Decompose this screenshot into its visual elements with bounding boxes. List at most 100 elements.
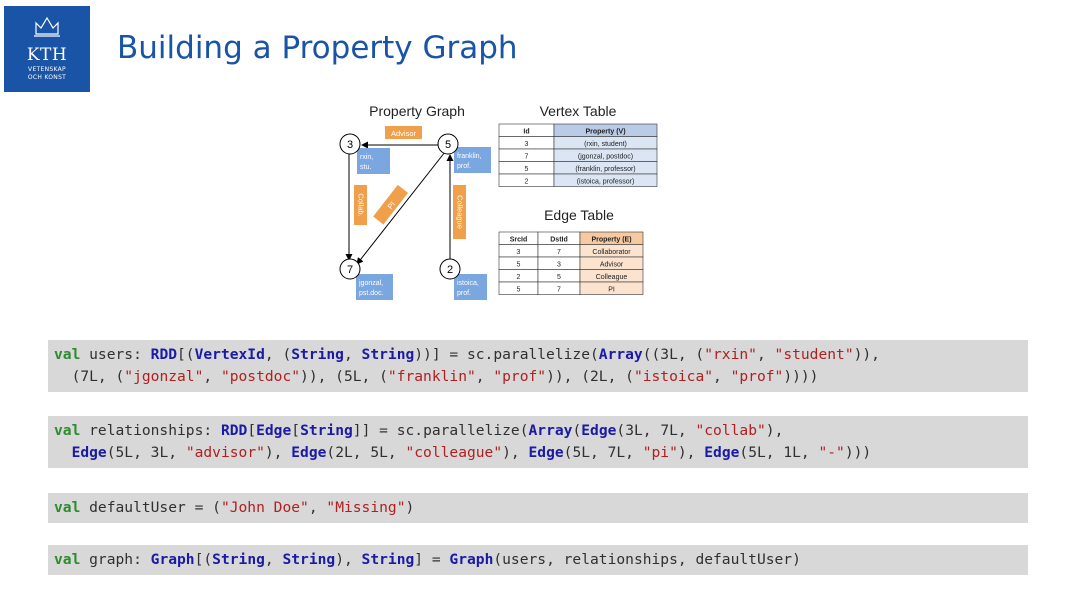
code-line: Edge(5L, 3L, "advisor"), Edge(2L, 5L, "c…: [54, 442, 1022, 464]
code-text: ))): [844, 444, 872, 461]
node-5-prop-line1: franklin,: [457, 153, 482, 160]
node-7: [339, 258, 361, 280]
code-block-graph: val graph: Graph[(String, String), Strin…: [48, 545, 1028, 575]
code-block-relationships: val relationships: RDD[Edge[String]] = s…: [48, 416, 1028, 468]
code-type: Edge: [528, 444, 564, 461]
pi-label: [373, 184, 409, 225]
code-type: VertexId: [194, 346, 265, 363]
table-cell-text: 5: [517, 261, 521, 268]
code-line: val defaultUser = ("John Doe", "Missing"…: [54, 497, 1022, 519]
table-cell-text: 5: [517, 286, 521, 293]
code-string: "rxin": [704, 346, 757, 363]
code-text: graph:: [80, 551, 151, 568]
code-text: (users, relationships, defaultUser): [493, 551, 801, 568]
code-string: "colleague": [405, 444, 503, 461]
code-text: [54, 444, 72, 461]
node-2-prop-line1: istoica,: [457, 280, 479, 287]
code-text: ,: [343, 346, 362, 363]
code-text: )), (2L, (: [546, 368, 634, 385]
table-cell-text: 2: [525, 178, 529, 185]
code-text: )))): [783, 368, 819, 385]
table-cell-text: (jgonzal, postdoc): [578, 153, 633, 160]
code-line: (7L, ("jgonzal", "postdoc")), (5L, ("fra…: [54, 366, 1022, 388]
table-cell-text: (rxin, student): [584, 141, 627, 148]
node-3: [339, 133, 361, 155]
code-line: val relationships: RDD[Edge[String]] = s…: [54, 420, 1022, 442]
code-text: ,: [713, 368, 731, 385]
table-header: DstId: [550, 236, 568, 243]
code-type: String: [300, 422, 353, 439]
code-type: RDD: [220, 422, 248, 439]
code-text: ),: [335, 551, 362, 568]
table-cell-text: (franklin, professor): [575, 166, 635, 173]
advisor-label: [385, 126, 422, 139]
code-text: defaultUser = (: [80, 499, 221, 516]
edge-table-title: Edge Table: [544, 207, 614, 223]
code-text: [(: [194, 551, 213, 568]
node-5-id: 5: [445, 139, 451, 151]
code-text: (3L, 7L,: [616, 422, 696, 439]
code-text: ,: [264, 551, 283, 568]
crown-emblem: [34, 16, 60, 37]
table-cell: [553, 173, 658, 187]
logo-subtext: OCH KONST: [27, 74, 67, 81]
code-string: "prof": [493, 368, 547, 385]
code-type: Array: [598, 346, 643, 363]
code-string: "istoica": [633, 368, 714, 385]
table-cell-text: 5: [557, 274, 561, 281]
code-text: (5L, 1L,: [739, 444, 819, 461]
logo-text: KTH: [26, 45, 68, 65]
property-graph-figure: Property Graph Advisor Collab. PI Collea…: [339, 103, 658, 300]
code-string: "postdoc": [220, 368, 301, 385]
code-line: val users: RDD[(VertexId, (String, Strin…: [54, 344, 1022, 366]
code-text: ,: [203, 368, 221, 385]
code-text: [: [247, 422, 257, 439]
code-text: ): [405, 499, 415, 516]
node-2: [439, 258, 461, 280]
table-header: SrcId: [510, 236, 528, 243]
code-type: String: [282, 551, 336, 568]
code-text: ),: [677, 444, 705, 461]
code-keyword: val: [54, 499, 81, 516]
table-cell-text: PI: [608, 286, 615, 293]
table-cell-text: 7: [557, 286, 561, 293]
code-text: ,: [756, 346, 775, 363]
node-2-prop-line2: prof.: [457, 290, 471, 297]
table-cell-text: 3: [557, 261, 561, 268]
edge-5-7: [356, 151, 446, 265]
code-text: )),: [853, 346, 880, 363]
code-type: String: [361, 346, 415, 363]
code-text: , (: [264, 346, 292, 363]
code-text: ] =: [414, 551, 450, 568]
code-string: "prof": [730, 368, 784, 385]
code-string: "collab": [695, 422, 766, 439]
code-text: ((3L, (: [642, 346, 705, 363]
code-text: ))] = sc.parallelize(: [414, 346, 599, 363]
table-cell-text: 3: [525, 141, 529, 148]
table-header: Property (E): [591, 236, 631, 243]
table-cell: [579, 281, 644, 295]
node-7-property: [356, 274, 393, 300]
table-cell-text: Colleague: [596, 274, 628, 281]
code-keyword: val: [54, 346, 81, 363]
code-string: "student": [774, 346, 854, 363]
vertex-table-title: Vertex Table: [540, 103, 617, 119]
code-text: ),: [765, 422, 784, 439]
code-keyword: val: [54, 551, 81, 568]
node-3-id: 3: [347, 139, 353, 151]
pi-text: PI: [386, 200, 397, 211]
code-string: "pi": [642, 444, 678, 461]
code-type: Array: [528, 422, 573, 439]
collab-label: [354, 185, 367, 225]
node-5-prop-line2: prof.: [457, 163, 471, 170]
code-text: (7L, (: [54, 368, 125, 385]
table-cell-text: 5: [525, 166, 529, 173]
code-text: ),: [264, 444, 292, 461]
code-text: users:: [80, 346, 151, 363]
code-type: RDD: [150, 346, 178, 363]
table-cell-text: 7: [525, 153, 529, 160]
code-type: String: [361, 551, 415, 568]
code-text: relationships:: [80, 422, 221, 439]
